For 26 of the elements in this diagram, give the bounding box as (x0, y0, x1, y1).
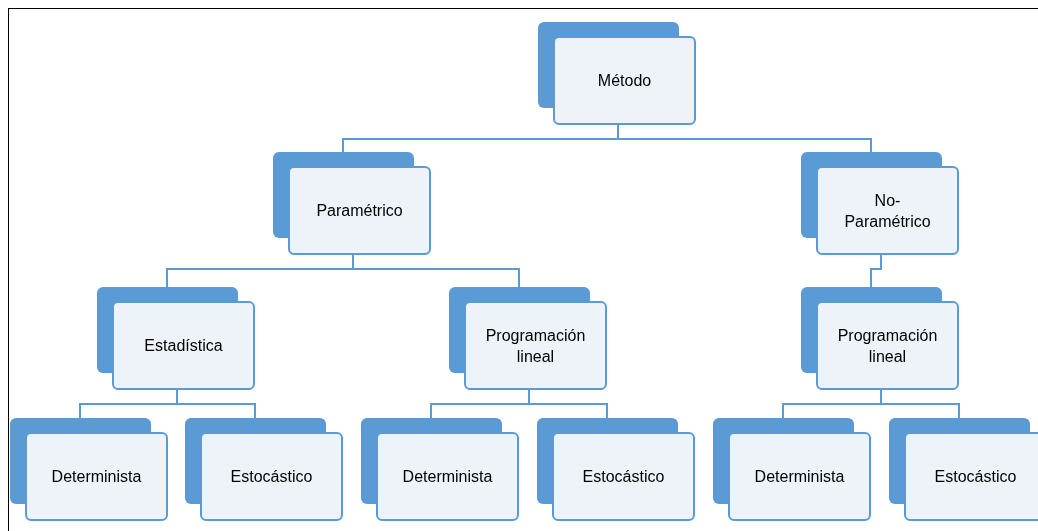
process-box (185, 418, 343, 521)
node-label: Determinista (754, 467, 845, 487)
node-label: Estocástico (934, 467, 1017, 487)
process-box (538, 22, 696, 125)
process-box (449, 287, 607, 390)
node-label: Programación lineal (836, 325, 939, 367)
process-box (801, 152, 959, 255)
connector-line (870, 254, 882, 288)
process-box (713, 418, 871, 521)
process-box (801, 287, 959, 390)
node-label: No-Paramétrico (843, 190, 932, 232)
node-label: Paramétrico (316, 201, 403, 221)
node-label: Estadística (144, 336, 223, 356)
process-box (361, 418, 519, 521)
node-label: Método (597, 71, 652, 91)
node-label: Determinista (402, 467, 493, 487)
node-label: Programación lineal (484, 325, 587, 367)
node-label: Determinista (51, 467, 142, 487)
process-box (10, 418, 168, 521)
process-box (537, 418, 695, 521)
node-label: Estocástico (230, 467, 313, 487)
node-label: Estocástico (582, 467, 665, 487)
connector-line (352, 254, 520, 288)
process-box (97, 287, 255, 390)
process-box (273, 152, 431, 255)
process-box (889, 418, 1038, 521)
